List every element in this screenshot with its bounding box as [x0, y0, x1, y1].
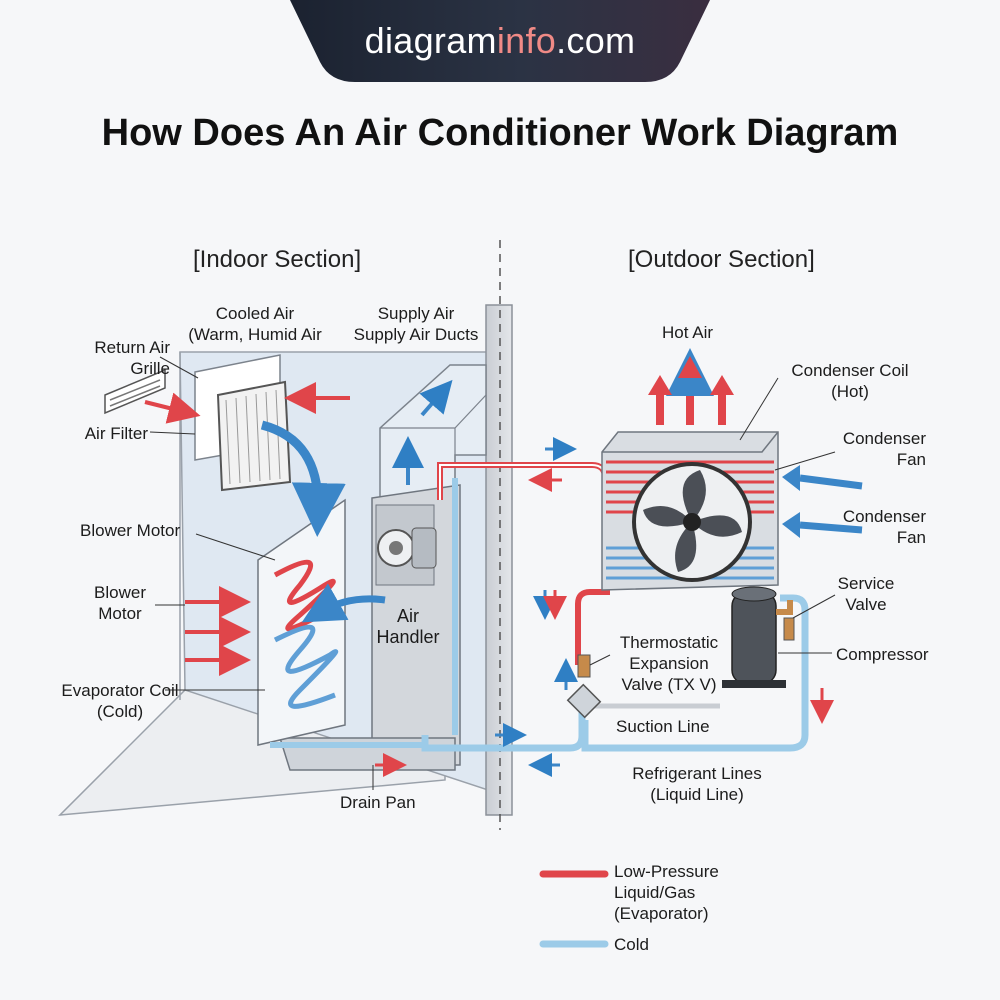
- label-air-handler-line1: Air: [397, 606, 419, 626]
- label-ref-lines-line1: Refrigerant Lines: [632, 764, 762, 783]
- label-cooled-air-line2: (Warm, Humid Air: [188, 325, 322, 344]
- supply-airflow-arrow-1: [419, 379, 453, 417]
- logo-part-com: .com: [556, 20, 636, 61]
- label-txv-line3: Valve (TX V): [621, 675, 717, 694]
- label-blower-motor-line1: Blower: [94, 583, 146, 602]
- label-txv-line1: Thermostatic: [619, 633, 719, 652]
- leader-lines: [149, 356, 836, 790]
- label-cond-fan-2-line2: Fan: [896, 528, 926, 547]
- label-hot-air: Hot Air: [662, 323, 714, 342]
- label-return-grille-line1: Return Air: [94, 338, 170, 357]
- label-supply-air-line1: Supply Air: [377, 304, 455, 323]
- label-air-filter: Air Filter: [84, 424, 148, 443]
- outdoor-section-title: [Outdoor Section]: [628, 246, 815, 273]
- label-cond-fan-2-line1: Condenser: [842, 507, 926, 526]
- label-air-handler-line2: Handler: [376, 627, 440, 647]
- label-evap-coil-line2: (Cold): [96, 702, 144, 721]
- label-cond-coil-line2: (Hot): [831, 382, 869, 401]
- label-return-air-grille: Return Air Grille: [60, 337, 170, 379]
- exterior-wall: [485, 304, 513, 816]
- label-condenser-coil: Condenser Coil (Hot): [775, 360, 925, 402]
- label-service-valve-line2: Valve: [845, 595, 887, 614]
- compressor-body: [731, 591, 777, 685]
- legend-cold-label: Cold: [614, 935, 649, 954]
- label-cond-coil-line1: Condenser Coil: [791, 361, 909, 380]
- hot-air-arrowheads: [648, 356, 734, 395]
- label-blower-motor-top: Blower Motor: [80, 521, 181, 540]
- label-compressor: Compressor: [836, 645, 929, 664]
- hot-line-down: [575, 589, 610, 665]
- label-txv: Thermostatic Expansion Valve (TX V): [604, 632, 734, 695]
- label-evaporator-coil: Evaporator Coil (Cold): [55, 680, 185, 722]
- grille-inflow-arrow: [144, 392, 201, 424]
- air-filter: [216, 380, 292, 492]
- label-drain-pan: Drain Pan: [340, 793, 416, 812]
- logo-part-info: info: [496, 20, 557, 61]
- filter-mesh: [225, 389, 281, 485]
- label-supply-air: Supply Air Supply Air Ducts: [345, 303, 487, 345]
- condenser-fan-blades: [643, 470, 742, 572]
- label-suction-line: Suction Line: [616, 717, 710, 736]
- legend-hot-line3: (Evaporator): [614, 904, 709, 923]
- legend-hot-line1: Low-Pressure: [614, 862, 719, 881]
- service-valve: [783, 617, 795, 641]
- page-title: How Does An Air Conditioner Work Diagram: [101, 112, 899, 154]
- filter-to-coil-arrow: [260, 420, 346, 537]
- txv-valve: [566, 683, 602, 719]
- hot-air-arrows: [656, 348, 726, 425]
- label-cond-fan-1-line2: Fan: [896, 450, 926, 469]
- label-blower-motor-line2: Motor: [98, 604, 142, 623]
- label-ref-lines-line2: (Liquid Line): [650, 785, 744, 804]
- label-service-valve-line1: Service: [837, 574, 895, 593]
- blower-inflow-arrows: [185, 586, 251, 676]
- legend-hot-line2: Liquid/Gas: [614, 883, 696, 902]
- label-return-grille-line2: Grille: [130, 359, 170, 378]
- blower-hub: [389, 541, 403, 555]
- legend-hot-label: Low-Pressure Liquid/Gas (Evaporator): [614, 861, 719, 924]
- label-evap-coil-line1: Evaporator Coil: [61, 681, 179, 700]
- indoor-section-title: [Indoor Section]: [193, 246, 362, 273]
- logo-part-diagram: diagram: [364, 20, 497, 61]
- suction-line: [581, 594, 809, 752]
- banner-shape: [290, 0, 710, 82]
- condenser-fan-hub: [683, 513, 701, 531]
- label-cooled-air-line1: Cooled Air: [215, 304, 295, 323]
- label-condenser-fan-1: Condenser Fan: [810, 428, 926, 470]
- site-banner: diagraminfo.com: [290, 0, 710, 82]
- compressor-top: [731, 586, 777, 602]
- condenser-top-edge: [602, 431, 779, 453]
- txv-fitting: [577, 654, 591, 678]
- label-air-handler: Air Handler: [368, 606, 448, 648]
- grille-slats: [109, 379, 161, 407]
- site-logo-text: diagraminfo.com: [290, 20, 710, 62]
- label-supply-air-line2: Supply Air Ducts: [353, 325, 479, 344]
- label-condenser-fan-2: Condenser Fan: [810, 506, 926, 548]
- coil-airflow-arrow: [301, 583, 386, 623]
- label-cond-fan-1-line1: Condenser: [842, 429, 926, 448]
- evaporator-coil-cold: [273, 624, 339, 709]
- service-valve-pipe: [776, 600, 793, 615]
- condenser-side-arrows: [782, 465, 863, 538]
- compressor-base: [722, 680, 786, 688]
- label-cooled-air: Cooled Air (Warm, Humid Air: [180, 303, 330, 345]
- blower-motor-body: [411, 527, 437, 569]
- label-blower-motor: Blower Motor: [80, 582, 160, 624]
- label-refrigerant-lines: Refrigerant Lines (Liquid Line): [612, 763, 782, 805]
- label-txv-line2: Expansion: [629, 654, 709, 673]
- label-service-valve: Service Valve: [826, 573, 906, 615]
